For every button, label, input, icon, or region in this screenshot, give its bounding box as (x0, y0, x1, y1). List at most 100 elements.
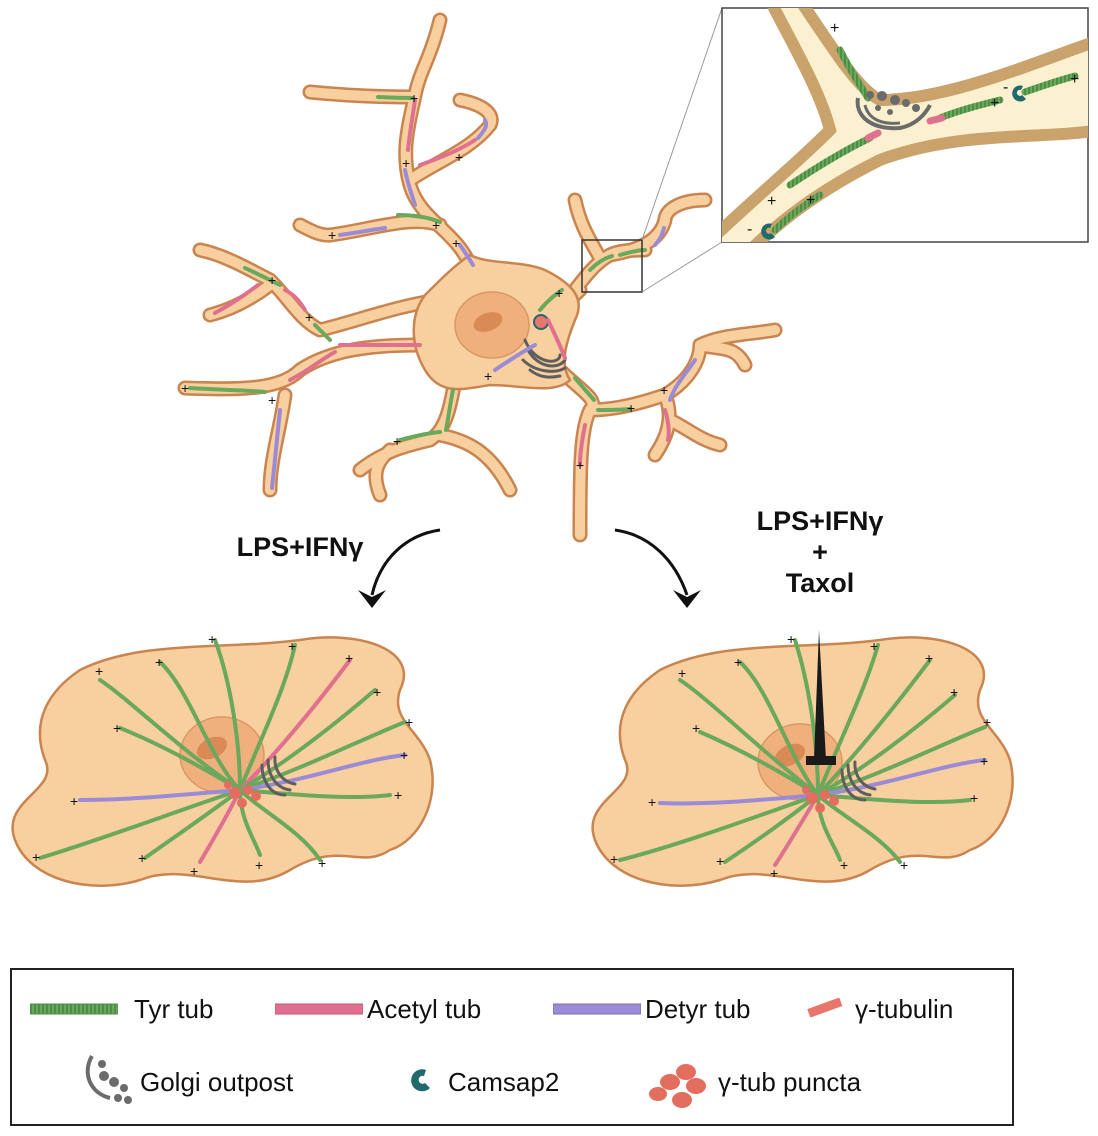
svg-text:+: + (576, 457, 584, 473)
golgi-right (840, 760, 877, 802)
svg-text:+: + (627, 400, 635, 416)
svg-text:+: + (373, 684, 381, 700)
plus-marker: + (806, 192, 815, 209)
inset-panel: + + + + + - - (721, 7, 1089, 243)
legend-label-tyr-tub: Tyr tub (134, 994, 214, 1024)
svg-text:+: + (692, 720, 700, 736)
zoom-box (581, 239, 643, 293)
plus-marker: + (990, 95, 999, 112)
legend-label-camsap2: Camsap2 (448, 1067, 560, 1097)
svg-text:+: + (484, 368, 492, 384)
gamma-tub-puncta-icon (649, 1064, 706, 1108)
plus-marker: + (830, 20, 839, 37)
inset-camsap2-icon (1012, 85, 1026, 102)
arrowhead-right (673, 590, 701, 608)
nucleolus (473, 312, 503, 332)
svg-text:+: + (393, 433, 401, 449)
acetyl-tub-icon (275, 1003, 363, 1015)
process-microtubules (188, 95, 697, 490)
svg-text:+: + (452, 235, 460, 251)
svg-text:+: + (648, 794, 656, 810)
inset-end-markers: + + + + + - - (747, 20, 1079, 238)
svg-text:+: + (980, 753, 988, 769)
svg-text:+: + (70, 793, 78, 809)
svg-text:+: + (208, 631, 216, 647)
svg-text:+: + (555, 285, 563, 301)
treatment-arrows (370, 528, 689, 596)
inset-golgi-icon (855, 91, 932, 131)
svg-text:+: + (410, 90, 418, 106)
amoeboid-cell-left: + + + + + + + + + + + + + + + + (11, 631, 434, 887)
svg-text:+: + (328, 227, 336, 243)
detyr-tub-icon (553, 1003, 641, 1015)
treatment-label-right: LPS+IFNγ + Taxol (720, 506, 920, 599)
svg-text:+: + (432, 217, 440, 233)
svg-text:+: + (870, 638, 878, 654)
legend-label-gamma-tub-puncta: γ-tub puncta (718, 1067, 862, 1097)
svg-text:+: + (95, 663, 103, 679)
legend-label-golgi-outpost: Golgi outpost (140, 1067, 294, 1097)
golgi-outpost-icon (85, 1054, 132, 1104)
plus-marker: + (1070, 71, 1079, 88)
svg-text:+: + (950, 684, 958, 700)
svg-text:+: + (155, 654, 163, 670)
svg-text:+: + (318, 855, 326, 871)
svg-text:+: + (268, 392, 276, 408)
cell-processes (177, 12, 783, 543)
svg-text:+: + (402, 155, 410, 171)
svg-text:+: + (113, 720, 121, 736)
svg-text:+: + (181, 380, 189, 396)
svg-text:+: + (455, 149, 463, 165)
golgi-left (260, 755, 297, 797)
treatment-right-line1: LPS+IFNγ (756, 506, 884, 536)
svg-text:+: + (900, 857, 908, 873)
svg-text:+: + (983, 714, 991, 730)
svg-text:+: + (405, 714, 413, 730)
treatment-right-line3: Taxol (785, 568, 855, 598)
svg-text:+: + (787, 631, 795, 647)
golgi-icon (521, 338, 567, 379)
treatment-right-line2: + (812, 537, 828, 567)
puncta-right (802, 786, 839, 813)
svg-text:+: + (610, 851, 618, 867)
svg-text:+: + (305, 309, 313, 325)
minus-marker: - (1003, 79, 1008, 96)
minus-marker: - (747, 221, 752, 238)
plus-marker: + (767, 193, 776, 210)
arrow-right (614, 528, 689, 596)
cell-end-markers: + + + + + + + + + + + + + + + + (181, 90, 668, 473)
svg-text:+: + (840, 857, 848, 873)
svg-text:+: + (394, 787, 402, 803)
svg-text:+: + (716, 853, 724, 869)
svg-text:+: + (678, 665, 686, 681)
ramified-cell (177, 7, 783, 543)
svg-text:+: + (190, 863, 198, 879)
legend-label-gamma-tubulin: γ-tubulin (855, 994, 954, 1024)
treatment-label-left: LPS+IFNγ (236, 532, 364, 562)
puncta-left (224, 781, 261, 808)
taxol-wedge (814, 630, 826, 760)
camsap2-icon (411, 1069, 430, 1092)
svg-text:+: + (925, 650, 933, 666)
inset-camsap2-icon-2 (761, 223, 775, 240)
svg-text:+: + (268, 272, 276, 288)
centrosome-icon (533, 314, 549, 330)
svg-text:+: + (660, 382, 668, 398)
svg-text:+: + (255, 857, 263, 873)
svg-text:+: + (734, 654, 742, 670)
svg-text:+: + (32, 849, 40, 865)
svg-text:+: + (970, 790, 978, 806)
svg-text:+: + (288, 638, 296, 654)
taxol-inhibition-bar (806, 756, 836, 765)
svg-text:+: + (138, 850, 146, 866)
legend-label-detyr-tub: Detyr tub (645, 994, 751, 1024)
arrow-left (370, 528, 441, 596)
svg-text:+: + (400, 747, 408, 763)
legend-label-acetyl-tub: Acetyl tub (367, 994, 482, 1024)
svg-text:+: + (345, 650, 353, 666)
gamma-tubulin-icon (807, 998, 843, 1018)
svg-text:+: + (770, 865, 778, 881)
amoeboid-cell-right: + + + + + + + + + + + + + + + + (591, 630, 1014, 887)
legend: Tyr tub Acetyl tub Detyr tub γ-tubulin G… (10, 968, 1014, 1126)
